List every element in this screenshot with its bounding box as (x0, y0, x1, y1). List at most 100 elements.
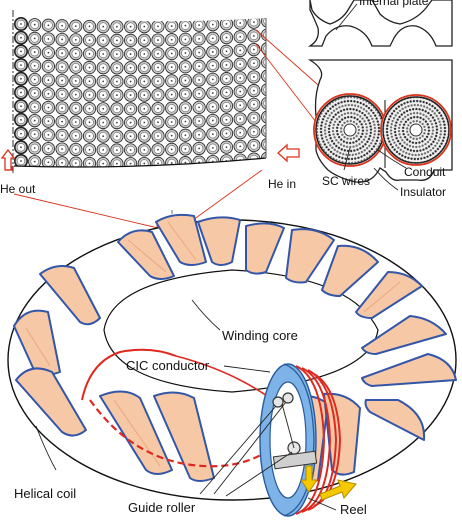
conductor-cell (166, 102, 178, 114)
sc-wire-strand (401, 139, 404, 142)
sc-wire-strand (363, 108, 366, 111)
sc-wire-strand (420, 104, 423, 107)
sc-wire-strand (334, 113, 337, 116)
conductor-cell (248, 16, 260, 28)
conductor-cell (152, 102, 164, 114)
conductor-cell (166, 20, 178, 32)
conductor-grid (15, 15, 274, 170)
sc-wire-strand (323, 115, 326, 118)
sc-wire-strand (413, 150, 416, 153)
sc-wire-strand (404, 136, 407, 139)
sc-wire-strand (346, 108, 349, 111)
sc-wire-strand (439, 145, 442, 148)
conductor-cell (193, 60, 205, 72)
sc-wire-strand (405, 121, 408, 124)
sc-wire-strand (402, 130, 405, 133)
sc-wire-strand (332, 105, 335, 108)
sc-wire-strand (406, 130, 409, 133)
sc-wire-strand (339, 152, 342, 155)
sc-wire-strand (356, 113, 359, 116)
sc-wire-strand (331, 146, 334, 149)
sc-wire-strand (327, 148, 330, 151)
sc-wire-strand (340, 138, 343, 141)
sc-wire-strand (437, 139, 440, 142)
sc-wire-strand (350, 100, 353, 103)
conductor-cell (207, 18, 219, 30)
sc-wire-strand (388, 140, 391, 143)
conductor-cell (124, 75, 136, 87)
sc-wire-strand (419, 117, 422, 120)
sc-wire-strand (365, 132, 368, 135)
sc-wire-strand (409, 145, 412, 148)
sc-wire-strand (343, 145, 346, 148)
conductor-cell (220, 31, 232, 43)
sc-wire-strand (327, 141, 330, 144)
sc-wire-strand (410, 104, 413, 107)
sc-wire-strand (416, 100, 419, 103)
sc-wire-strand (344, 104, 347, 107)
sc-wire-strand (355, 144, 358, 147)
sc-wire-strand (334, 104, 337, 107)
conductor-cell (29, 87, 41, 99)
conductor-cell (261, 111, 273, 123)
conductor-cell (15, 32, 27, 44)
sc-wire-strand (347, 116, 350, 119)
conductor-cell (70, 102, 82, 114)
sc-wire-strand (337, 123, 340, 126)
conductor-cell (42, 33, 54, 45)
sc-wire-strand (416, 116, 419, 119)
conductor-cell (234, 113, 246, 125)
sc-wire-strand (433, 119, 436, 122)
conductor-cell (56, 102, 68, 114)
conductor-cell (56, 20, 68, 32)
conductor-cell (166, 157, 178, 169)
sc-wire-strand (435, 135, 438, 138)
sc-wire-strand (410, 117, 413, 120)
sc-wire-strand (333, 142, 336, 145)
sc-wire-strand (426, 155, 429, 158)
conductor-cell (261, 83, 273, 95)
sc-wire-strand (363, 138, 366, 141)
sc-wire-strand (412, 108, 415, 111)
sc-wire-strand (369, 122, 372, 125)
sc-wire-strand (350, 120, 353, 123)
sc-wire-strand (412, 145, 415, 148)
sc-wire-strand (350, 112, 353, 115)
sc-wire-strand (354, 157, 357, 160)
conductor-cell (15, 18, 27, 30)
sc-wire-strand (370, 142, 373, 145)
conductor-cell (234, 126, 246, 138)
sc-wire-strand (426, 106, 429, 109)
sc-wire-strand (353, 149, 356, 152)
sc-wire-strand (430, 143, 433, 146)
sc-wire-strand (349, 146, 352, 149)
sc-wire-strand (421, 144, 424, 147)
sc-wire-strand (356, 118, 359, 121)
sc-wire-strand (404, 106, 407, 109)
sc-wire-strand (330, 112, 333, 115)
sc-wire-strand (386, 124, 389, 127)
sc-wire-strand (427, 112, 430, 115)
sc-wire-strand (336, 126, 339, 129)
conductor-cell (111, 62, 123, 74)
conductor-cell (70, 130, 82, 142)
sc-wire-strand (416, 150, 419, 153)
sc-wire-strand (344, 117, 347, 120)
sc-wire-strand (361, 133, 364, 136)
sc-wire-strand (353, 137, 356, 140)
sc-wire-strand (443, 136, 446, 139)
conductor-cell (166, 61, 178, 73)
conductor-cell (111, 48, 123, 60)
sc-wire-strand (343, 136, 346, 139)
sc-wire-strand (350, 116, 353, 119)
sc-wire-strand (374, 142, 377, 145)
sc-wire-strand (351, 104, 354, 107)
conductor-cell (234, 99, 246, 111)
sc-wire-strand (390, 126, 393, 129)
sc-wire-strand (321, 121, 324, 124)
sc-wire-strand (424, 110, 427, 113)
sc-wire-strand (397, 140, 400, 143)
sc-wire-strand (431, 105, 434, 108)
sc-wire-strand (377, 136, 380, 139)
sc-wire-strand (418, 141, 421, 144)
